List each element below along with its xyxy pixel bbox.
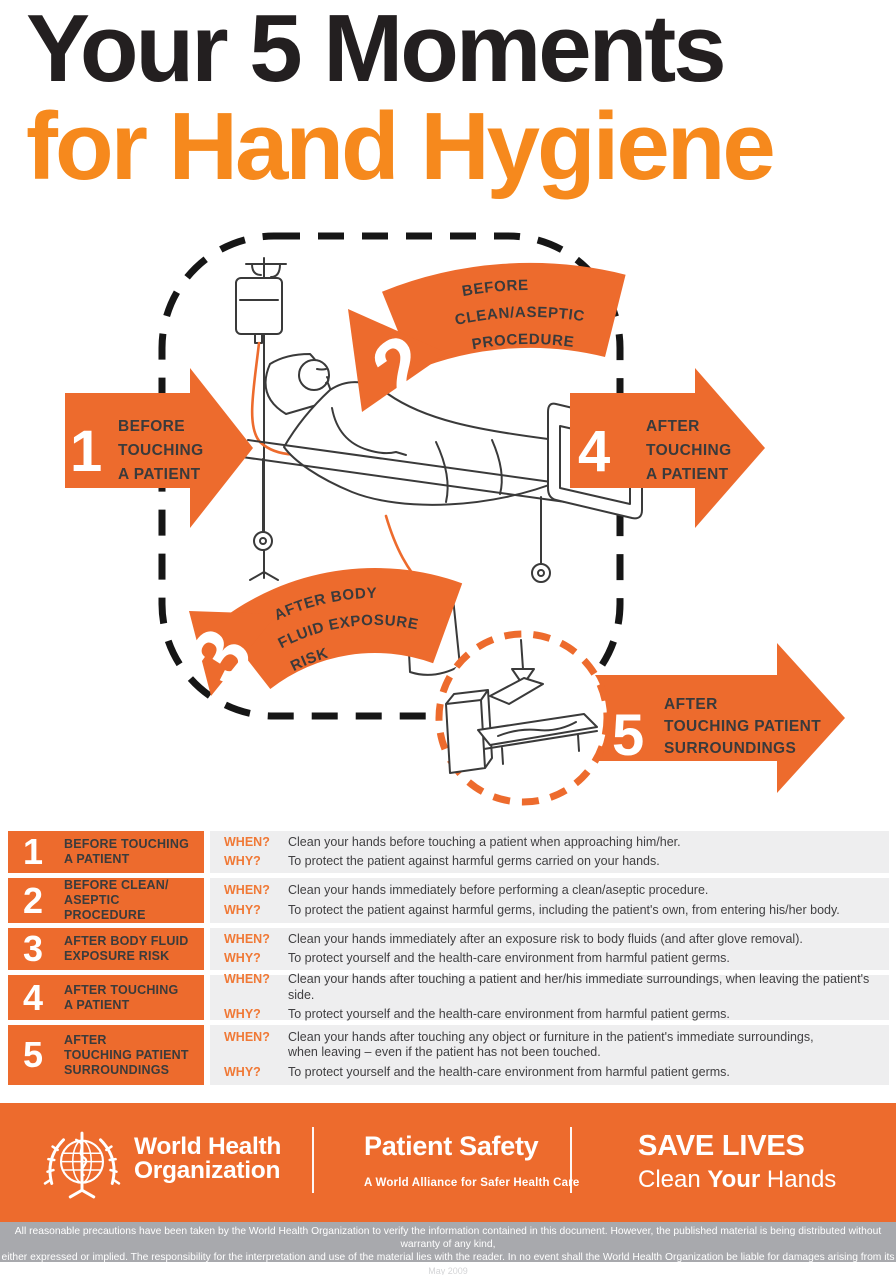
title-line-2: for Hand Hygiene bbox=[26, 93, 776, 200]
empty-bed-illustration bbox=[445, 639, 598, 774]
why-text: To protect the patient against harmful g… bbox=[288, 902, 840, 917]
bedside-cabinet-icon bbox=[445, 689, 493, 774]
footer-divider bbox=[312, 1127, 314, 1193]
when-label: WHEN? bbox=[224, 883, 270, 897]
when-text: Clean your hands immediately after an ex… bbox=[288, 931, 803, 946]
why-label: WHY? bbox=[224, 854, 261, 868]
svg-text:AFTER: AFTER bbox=[646, 418, 700, 435]
why-text: To protect yourself and the health-care … bbox=[288, 1064, 730, 1079]
when-text: Clean your hands immediately before perf… bbox=[288, 883, 709, 897]
row-number: 2 bbox=[23, 879, 44, 921]
svg-text:TOUCHING: TOUCHING bbox=[646, 442, 732, 459]
when-label: WHEN? bbox=[224, 834, 270, 849]
clean-your-hands-text: Clean Your Hands bbox=[638, 1166, 837, 1193]
moment-4-arrow: 4 AFTER TOUCHING A PATIENT bbox=[570, 368, 765, 528]
save-lives-block: SAVE LIVES Clean Your Hands bbox=[638, 1130, 836, 1194]
moment-3-arrow: 3 AFTER BODY FLUID EXPOSURE RISK bbox=[170, 567, 463, 699]
who-emblem-icon bbox=[43, 1131, 121, 1199]
footer-banner: World Health Organization Patient Safety… bbox=[0, 1103, 896, 1222]
why-text: To protect yourself and the health-care … bbox=[288, 951, 730, 965]
when-text: Clean your hands before touching a patie… bbox=[288, 834, 681, 849]
when-label: WHEN? bbox=[224, 972, 270, 987]
row-title: BEFORE CLEAN/ASEPTIC PROCEDURE bbox=[64, 878, 169, 922]
who-logo-text: World Health Organization bbox=[134, 1133, 282, 1184]
svg-text:TOUCHING PATIENT: TOUCHING PATIENT bbox=[664, 718, 821, 735]
patient-safety-title: Patient Safety bbox=[364, 1131, 539, 1161]
title-line-1: Your 5 Moments bbox=[26, 0, 727, 102]
row-number: 4 bbox=[23, 976, 44, 1018]
moment-4-number: 4 bbox=[578, 419, 610, 484]
disclaimer-line: either expressed or implied. The respons… bbox=[1, 1252, 895, 1275]
svg-text:A PATIENT: A PATIENT bbox=[118, 466, 201, 483]
when-text: Clean your hands after touching a patien… bbox=[288, 972, 870, 1002]
why-label: WHY? bbox=[224, 1064, 261, 1079]
five-moments-diagram: 2 BEFORE CLEAN/ASEPTIC PROCEDURE 3 AFTER… bbox=[65, 232, 845, 806]
row-number: 5 bbox=[23, 1034, 44, 1075]
row-number: 3 bbox=[23, 928, 44, 969]
footer-divider bbox=[570, 1127, 572, 1193]
patient-head bbox=[298, 359, 330, 391]
row-number: 1 bbox=[23, 831, 44, 872]
disclaimer-line: All reasonable precautions have been tak… bbox=[14, 1226, 882, 1250]
svg-text:PROCEDURE: PROCEDURE bbox=[471, 331, 576, 353]
moment-1-number: 1 bbox=[70, 419, 102, 484]
why-label: WHY? bbox=[224, 902, 261, 917]
bed-rails bbox=[241, 439, 581, 505]
why-label: WHY? bbox=[224, 951, 261, 965]
overbed-lamp-icon bbox=[511, 668, 535, 686]
moment-5-number: 5 bbox=[612, 703, 644, 768]
when-text: Clean your hands after touching any obje… bbox=[288, 1029, 814, 1060]
why-text: To protect the patient against harmful g… bbox=[288, 854, 660, 868]
svg-text:AFTER: AFTER bbox=[664, 696, 718, 713]
moment-2-arrow: 2 BEFORE CLEAN/ASEPTIC PROCEDURE bbox=[348, 262, 626, 414]
svg-text:BEFORE: BEFORE bbox=[461, 277, 529, 300]
svg-text:BEFORE: BEFORE bbox=[118, 418, 185, 435]
svg-text:TOUCHING: TOUCHING bbox=[118, 442, 204, 459]
patient-safety-block: Patient Safety A World Alliance for Safe… bbox=[364, 1131, 580, 1189]
patient-safety-subtitle: A World Alliance for Safer Health Care bbox=[364, 1177, 580, 1189]
table-row: 2 BEFORE CLEAN/ASEPTIC PROCEDURE WHEN? C… bbox=[8, 878, 889, 923]
svg-text:SURROUNDINGS: SURROUNDINGS bbox=[664, 740, 796, 757]
disclaimer-band: All reasonable precautions have been tak… bbox=[0, 1222, 896, 1275]
svg-text:A PATIENT: A PATIENT bbox=[646, 466, 729, 483]
save-lives-title: SAVE LIVES bbox=[638, 1130, 805, 1162]
when-label: WHEN? bbox=[224, 1029, 270, 1044]
iv-drip-icon bbox=[235, 257, 332, 581]
poster-title: Your 5 Moments for Hand Hygiene bbox=[26, 0, 886, 196]
why-text: To protect yourself and the health-care … bbox=[288, 1007, 730, 1022]
when-label: WHEN? bbox=[224, 931, 270, 946]
moment-1-arrow: 1 BEFORE TOUCHING A PATIENT bbox=[65, 368, 253, 528]
date-note: May 2009 bbox=[428, 1266, 468, 1275]
why-label: WHY? bbox=[224, 1007, 261, 1022]
